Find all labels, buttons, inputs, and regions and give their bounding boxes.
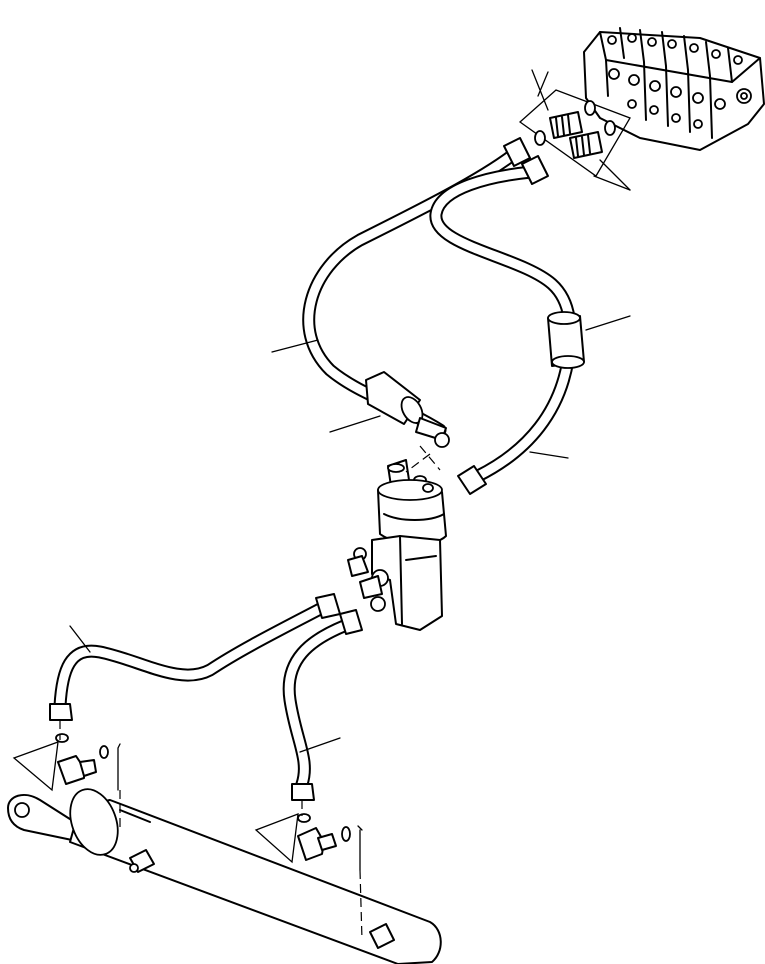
hose-sleeve-left bbox=[366, 372, 449, 447]
steering-cylinder bbox=[8, 783, 441, 964]
pressure-hose-right bbox=[436, 156, 570, 476]
steering-orbitrol-unit bbox=[348, 460, 446, 630]
assembly-guide-lines bbox=[60, 446, 440, 940]
cylinder-hose-right bbox=[289, 610, 362, 800]
valve-ports bbox=[608, 34, 751, 128]
elbow-fitting-left bbox=[14, 734, 120, 790]
callout-leaders bbox=[70, 70, 630, 752]
elbow-fitting-right bbox=[256, 814, 362, 870]
hose-sleeve-right bbox=[458, 312, 584, 494]
cylinder-hose-left bbox=[50, 594, 340, 720]
